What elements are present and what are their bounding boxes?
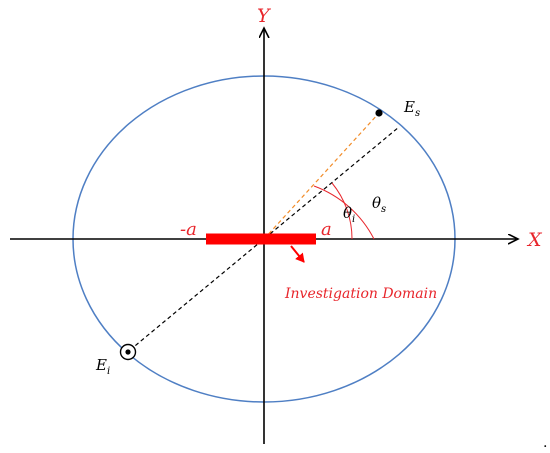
theta-i-arc: [331, 182, 353, 240]
domain-pointer-arrow: [290, 245, 305, 263]
left-end-label: -a: [180, 219, 197, 240]
trailing-dot: .: [543, 435, 547, 451]
investigation-domain-label: Investigation Domain: [284, 286, 437, 302]
filled-dot-icon: [375, 109, 383, 117]
x-axis-label: X: [526, 229, 543, 251]
y-axis-label: Y: [257, 5, 272, 27]
theta-s-label: θs: [372, 194, 386, 215]
investigation-domain-bar: [206, 233, 316, 245]
incident-field-label: Ei: [95, 356, 110, 377]
theta-i-label: θi: [343, 204, 355, 225]
incident-direction-line: [129, 126, 400, 351]
theta-s-arc: [313, 185, 375, 240]
circle-dot-center: [125, 349, 131, 355]
scattered-field-label: Es: [403, 98, 420, 119]
scattered-direction-line: [263, 112, 380, 240]
right-end-label: a: [321, 219, 332, 240]
